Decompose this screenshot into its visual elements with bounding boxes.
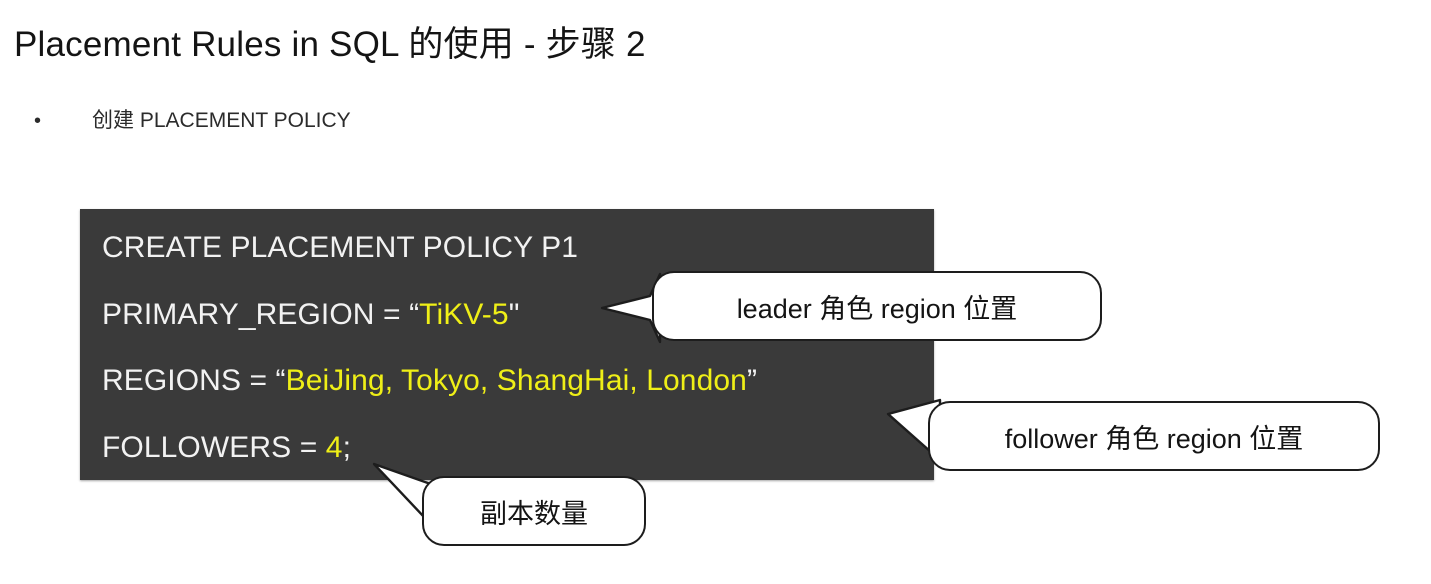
callout-leader-label: leader 角色 region 位置 (736, 293, 1018, 324)
code-line-3: REGIONS = “BeiJing, Tokyo, ShangHai, Lon… (102, 366, 757, 396)
callout-follower: follower 角色 region 位置 (928, 401, 1380, 471)
callout-follower-label: follower 角色 region 位置 (1004, 423, 1304, 454)
code-line-2-highlight: TiKV-5 (419, 298, 509, 331)
code-line-4: FOLLOWERS = 4; (102, 433, 351, 463)
callout-leader: leader 角色 region 位置 (652, 271, 1102, 341)
code-line-4-text: FOLLOWERS = (102, 431, 326, 464)
code-line-1-text: CREATE PLACEMENT POLICY P1 (102, 231, 579, 264)
code-line-2-quote-close: " (508, 298, 520, 331)
code-line-4-terminator: ; (342, 431, 351, 464)
code-line-3-text: REGIONS = (102, 364, 276, 397)
code-line-4-highlight: 4 (325, 431, 343, 464)
callout-copies: 副本数量 (422, 476, 646, 546)
code-line-3-quote-close: ” (746, 364, 758, 397)
bullet-point-icon: • (34, 110, 42, 132)
code-line-2-quote-open: “ (409, 298, 420, 331)
page-title: Placement Rules in SQL 的使用 - 步骤 2 (14, 25, 646, 64)
code-line-2: PRIMARY_REGION = “TiKV-5" (102, 300, 519, 330)
code-line-1: CREATE PLACEMENT POLICY P1 (102, 233, 578, 263)
sql-code-block: CREATE PLACEMENT POLICY P1 PRIMARY_REGIO… (80, 209, 934, 480)
code-line-3-highlight: BeiJing, Tokyo, ShangHai, London (285, 364, 747, 397)
code-line-3-quote-open: “ (275, 364, 286, 397)
callout-copies-label: 副本数量 (480, 498, 588, 529)
bullet-item-label: 创建 PLACEMENT POLICY (92, 109, 351, 132)
code-line-2-text: PRIMARY_REGION = (102, 298, 410, 331)
bullet-list-item: • 创建 PLACEMENT POLICY (34, 104, 351, 134)
